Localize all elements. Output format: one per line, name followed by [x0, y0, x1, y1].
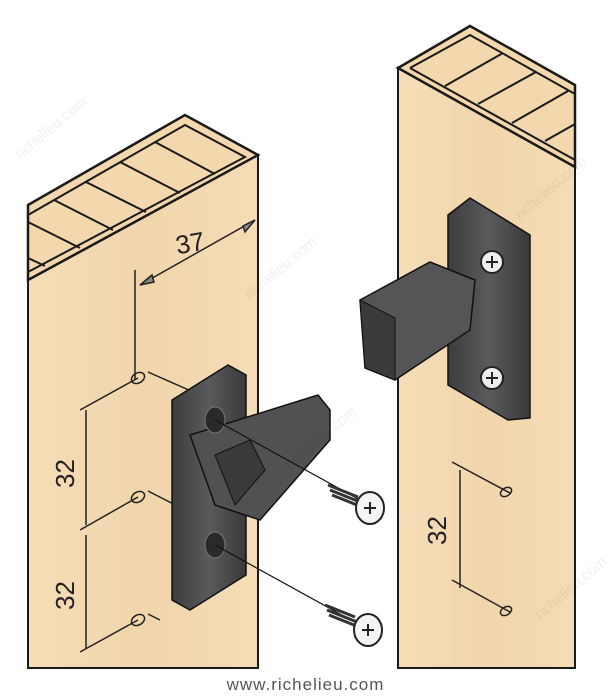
svg-text:richelieu.com: richelieu.com: [12, 93, 91, 163]
screw-lower: [324, 603, 383, 647]
screw-upper: [327, 483, 385, 525]
dimension-37: 37: [173, 226, 207, 261]
connector-bracket-left: [171, 364, 361, 626]
dimension-32-upper: 32: [50, 459, 80, 488]
right-dimensions: [451, 461, 513, 617]
connector-bracket-right: [359, 197, 531, 421]
dimension-32-right: 32: [422, 516, 452, 545]
dimension-32-lower: 32: [50, 581, 80, 610]
footer-url: www.richelieu.com: [226, 675, 385, 694]
